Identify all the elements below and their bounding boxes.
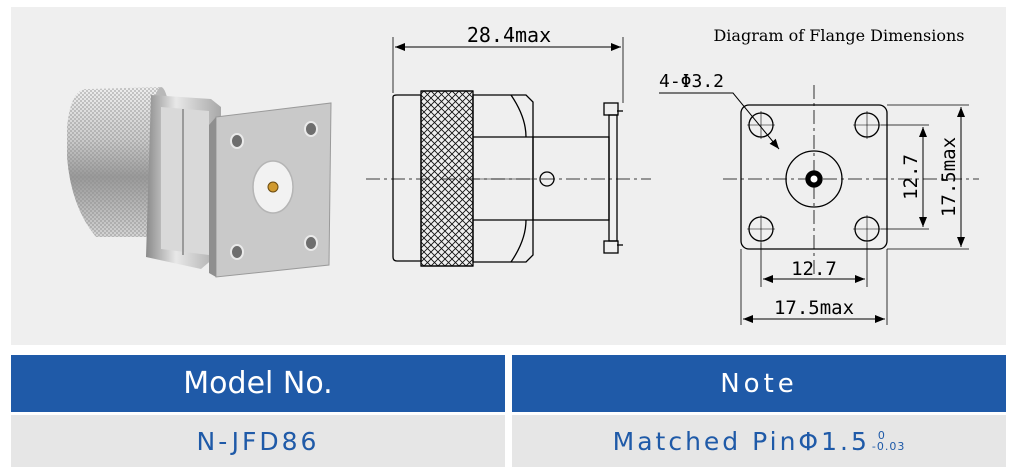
flange-width-horizontal-label: 17.5max (774, 297, 854, 319)
hole-callout-label: 4-Φ3.2 (659, 71, 724, 92)
flange-diagram-title: Diagram of Flange Dimensions (713, 26, 964, 45)
overall-length-label: 28.4max (467, 23, 551, 47)
tolerance-upper: 0 (877, 429, 886, 442)
drawing-panel: 28.4max Diagram of Flange Dimensions 4-Φ… (11, 7, 1006, 345)
note-cell: Matched PinΦ1.5 0 -0.03 (512, 415, 1006, 467)
model-column-header: Model No. (11, 355, 505, 412)
note-column-header: Note (512, 355, 1006, 412)
tolerance-lower: -0.03 (871, 440, 906, 453)
flange-front-view (659, 85, 979, 325)
tolerance: 0 -0.03 (872, 430, 905, 452)
model-number-cell: N-JFD86 (11, 415, 505, 467)
connector-photo (67, 87, 332, 278)
side-view-drawing (366, 37, 651, 267)
flange-width-vertical-label: 17.5max (938, 137, 960, 217)
hole-spacing-vertical-label: 12.7 (900, 154, 922, 200)
hole-spacing-horizontal-label: 12.7 (791, 258, 837, 280)
note-text: Matched PinΦ1.5 (612, 426, 870, 456)
